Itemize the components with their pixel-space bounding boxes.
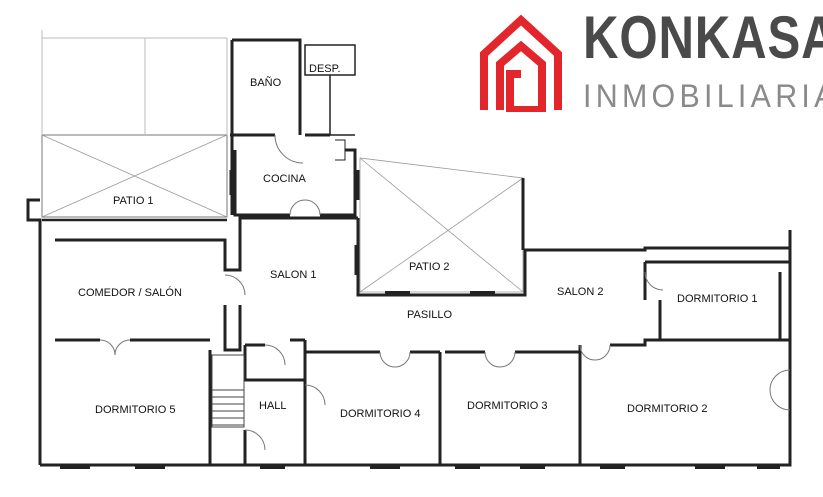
label-patio-1: PATIO 1	[113, 195, 154, 207]
exterior-walls	[26, 198, 792, 467]
house-icon	[480, 14, 562, 112]
label-salon-2: SALON 2	[557, 286, 603, 298]
label-salon-1: SALON 1	[270, 269, 316, 281]
label-cocina: COCINA	[263, 173, 306, 185]
label-dormitorio-3: DORMITORIO 3	[467, 400, 547, 412]
label-bano: BAÑO	[250, 76, 282, 89]
label-comedor-salon: COMEDOR / SALÓN	[78, 286, 182, 299]
door-swings	[99, 134, 791, 451]
label-despensa: DESP.	[309, 63, 341, 75]
label-patio-2: PATIO 2	[409, 261, 450, 273]
interior-walls	[55, 260, 790, 465]
label-dormitorio-5: DORMITORIO 5	[95, 404, 175, 416]
brand-name: KONKASA	[583, 4, 823, 71]
brand-subtitle: INMOBILIARIA	[583, 78, 823, 114]
label-dormitorio-2: DORMITORIO 2	[627, 403, 707, 415]
label-dormitorio-4: DORMITORIO 4	[340, 408, 420, 420]
label-pasillo: PASILLO	[407, 309, 452, 321]
patio-2	[359, 157, 525, 293]
patio-1	[41, 30, 228, 222]
label-dormitorio-1: DORMITORIO 1	[677, 293, 757, 305]
windows	[60, 170, 780, 469]
label-hall: HALL	[259, 400, 287, 412]
stairs	[211, 354, 245, 428]
